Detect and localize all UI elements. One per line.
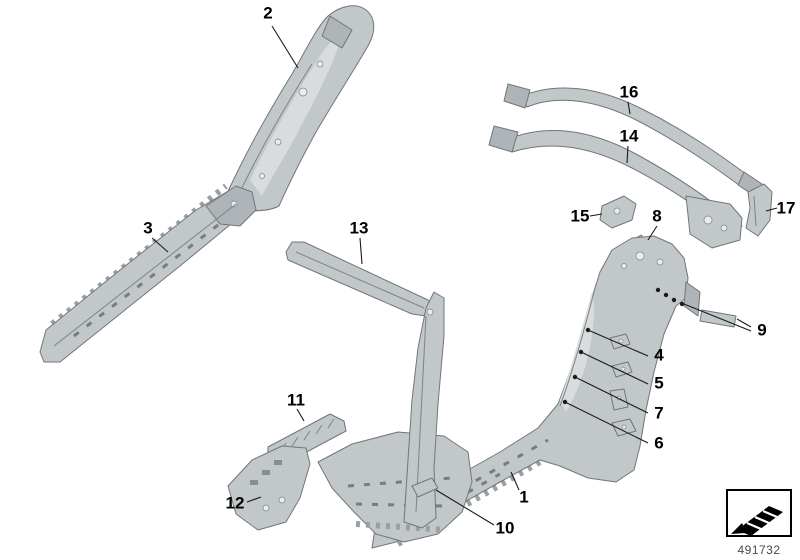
callout-9[interactable]: 9	[757, 320, 767, 340]
callout-11[interactable]: 11	[287, 390, 305, 410]
orientation-icon-box	[726, 489, 792, 537]
callout-1[interactable]: 1	[519, 487, 529, 507]
part-13-rail	[285, 241, 434, 317]
part-3-rocker-inner	[39, 183, 257, 363]
callout-8[interactable]: 8	[652, 206, 662, 226]
part-2-a-pillar	[223, 5, 375, 212]
callout-10[interactable]: 10	[495, 518, 515, 538]
weld-dots	[562, 287, 685, 405]
callout-12[interactable]: 12	[225, 493, 245, 513]
part-6-bracket	[611, 418, 637, 437]
part-10-bracket	[411, 477, 439, 498]
part-15-bracket	[599, 195, 637, 229]
part-5-bracket	[611, 361, 633, 378]
callout-5[interactable]: 5	[654, 373, 664, 393]
diagram-id: 491732	[737, 543, 781, 557]
callout-14[interactable]: 14	[619, 126, 639, 146]
part-b-pillar-center	[317, 291, 473, 543]
callout-4[interactable]: 4	[654, 345, 664, 365]
part-17-bracket	[745, 183, 773, 237]
callout-7[interactable]: 7	[654, 403, 664, 423]
callout-16[interactable]: 16	[619, 82, 639, 102]
leader-lines	[151, 25, 778, 526]
callout-17[interactable]: 17	[776, 198, 796, 218]
part-14-rail	[488, 125, 743, 238]
part-quarter-bracket	[685, 195, 743, 249]
callout-13[interactable]: 13	[349, 218, 369, 238]
ramp-arrow-icon	[731, 506, 783, 536]
callout-2[interactable]: 2	[263, 3, 273, 23]
callout-6[interactable]: 6	[654, 433, 664, 453]
callout-15[interactable]: 15	[570, 206, 590, 226]
part-1-side-frame	[371, 235, 701, 549]
part-4-bracket	[609, 333, 631, 350]
callout-3[interactable]: 3	[143, 218, 153, 238]
part-12-panel	[227, 445, 311, 531]
